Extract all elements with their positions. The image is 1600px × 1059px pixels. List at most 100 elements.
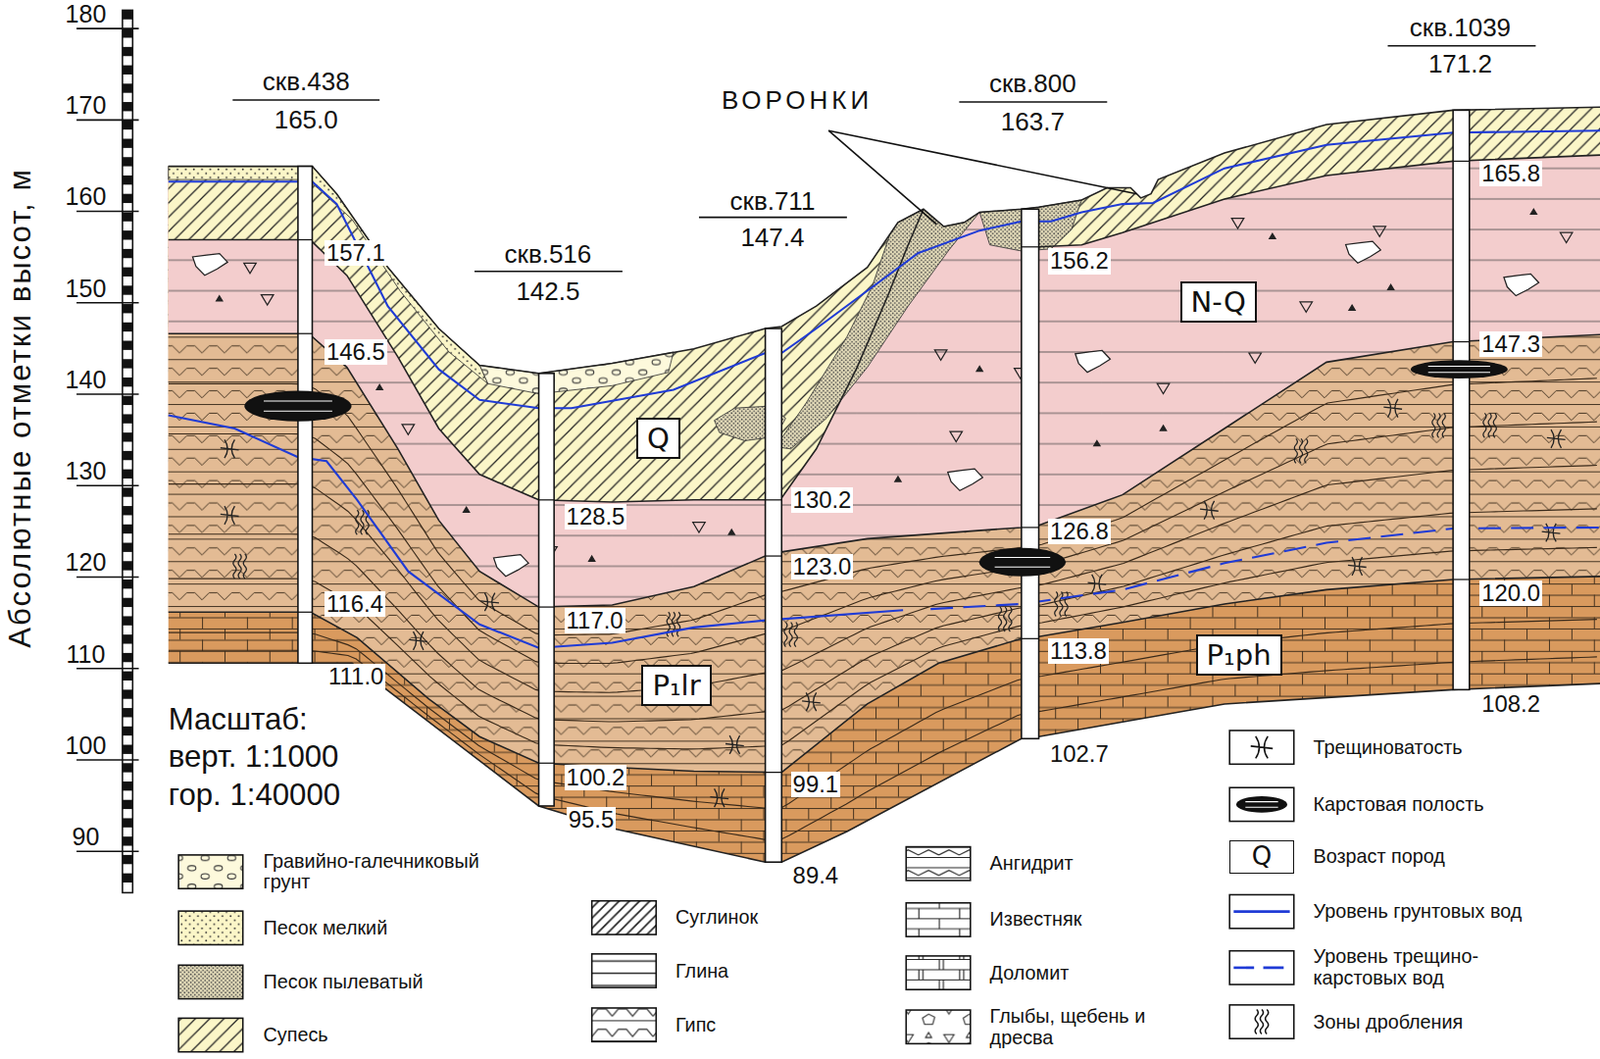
sand-lens: [311, 166, 488, 385]
age-index: N-Q: [1191, 286, 1247, 318]
legend-text: Супесь: [263, 1024, 329, 1047]
axis-bar-segment: [122, 120, 133, 130]
axis-tick-label: 160: [65, 183, 107, 211]
axis-bar-segment: [122, 634, 133, 644]
swatch-box: [905, 955, 971, 990]
axis-bar-segment: [122, 28, 133, 38]
axis-tick-label: 90: [72, 823, 100, 851]
axis-tick-label: 110: [66, 641, 106, 669]
axis-tick: [76, 850, 139, 852]
debris-symbol: [1231, 218, 1244, 229]
callout-label: ВОРОНКИ: [721, 86, 873, 115]
legend-text: Зоны дробления: [1313, 1011, 1464, 1034]
groundwater-level: [168, 130, 1600, 408]
swatch-box: [592, 1007, 657, 1042]
axis-bar-segment: [122, 781, 133, 791]
sand-lens: [775, 208, 980, 450]
karst-streak: [1245, 806, 1278, 808]
debris-symbol: [976, 366, 983, 372]
axis-bar-segment: [122, 745, 133, 754]
layer-p1lr: [168, 106, 1600, 772]
axis-tick-label: 150: [65, 275, 107, 303]
boulder-symbol: [1503, 273, 1540, 296]
borehole-name: скв.711: [730, 187, 816, 216]
axis-bar-segment: [122, 83, 133, 93]
axis-bar-segment: [122, 524, 133, 534]
depth-mark: 130.2: [791, 487, 854, 513]
borehole-name: скв.800: [989, 69, 1077, 99]
legend-swatch: [1229, 730, 1295, 764]
axis-bar-segment: [122, 101, 133, 111]
header-rule: [232, 99, 380, 101]
axis-bar-segment: [122, 598, 133, 607]
karst-streak: [995, 556, 1051, 558]
legend-swatch: [178, 1017, 244, 1051]
layer-nq: [168, 106, 1600, 607]
axis-tick: [76, 667, 139, 670]
borehole-name: скв.438: [262, 67, 350, 97]
axis-bar-segment: [122, 817, 133, 827]
debris-symbol: [693, 522, 705, 533]
fissure-symbol: [1250, 736, 1273, 758]
depth-mark: 102.7: [1048, 741, 1111, 767]
debris-symbol: [895, 476, 901, 482]
fissure-symbol: [1547, 429, 1566, 449]
boreholes: [244, 109, 1508, 862]
axis-bar-segment: [122, 230, 133, 240]
fissure-symbol: [1348, 556, 1367, 576]
axis-bar-segment: [122, 854, 133, 864]
debris-symbol: [934, 350, 947, 360]
karst-cavity: [244, 390, 351, 421]
fissure-symbol: [1200, 500, 1219, 520]
depth-mark: 126.8: [1048, 518, 1111, 545]
boulder-symbol: [192, 253, 228, 276]
legend-text: Гравийно-галечниковый грунт: [263, 850, 519, 895]
age-label-box: Q: [636, 417, 681, 459]
axis-bar-segment: [122, 560, 133, 570]
axis-bar-segment: [122, 47, 133, 56]
axis-bar-segment: [122, 156, 133, 166]
borehole-tick: [298, 333, 313, 335]
axis-bar-segment: [122, 800, 133, 809]
legend-text: Известняк: [990, 908, 1083, 931]
legend-text: Уровень трещино-карстовых вод: [1313, 946, 1559, 990]
swatch-box: [1229, 730, 1295, 764]
depth-mark: 165.8: [1479, 160, 1543, 187]
depth-mark: 99.1: [791, 771, 842, 798]
leader-line: [828, 130, 1137, 195]
depth-mark: 89.4: [791, 862, 842, 889]
borehole-name: скв.1039: [1409, 13, 1511, 43]
axis-bar-segment: [122, 377, 133, 387]
borehole-tick: [1021, 246, 1040, 248]
axis-tick-label: 170: [65, 92, 107, 120]
geologic-section: [168, 106, 1600, 862]
debris-symbol: [1559, 232, 1572, 243]
crush-zone-symbol: [998, 606, 1012, 632]
legend-text: Суглинок: [675, 906, 758, 929]
axis-tick: [76, 27, 139, 30]
karst-cavity: [979, 548, 1066, 577]
axis-tick-label: 140: [65, 366, 107, 395]
legend-swatch: [1229, 950, 1295, 985]
fissure-symbol: [801, 692, 821, 711]
depth-mark: 120.0: [1479, 580, 1543, 606]
borehole-column: [765, 328, 783, 862]
karst-streak: [995, 566, 1051, 568]
axis-bar-segment: [122, 873, 133, 883]
legend-swatch: [592, 1007, 657, 1042]
boulder-symbol: [494, 554, 530, 577]
bed-line: [168, 547, 1598, 750]
depth-mark: 100.2: [564, 764, 628, 791]
axis-bar-segment: [122, 432, 133, 442]
depth-mark: 108.2: [1479, 691, 1543, 717]
borehole-tick: [765, 499, 783, 500]
borehole-tick: [539, 762, 555, 764]
axis-bar-segment: [122, 487, 133, 497]
layer-boundary: [168, 662, 1600, 862]
borehole-tick: [298, 239, 313, 241]
axis-bar-segment: [122, 139, 133, 149]
depth-mark: 113.8: [1048, 638, 1109, 664]
fissure-symbol: [1383, 399, 1402, 418]
borehole-tick: [1452, 341, 1470, 343]
